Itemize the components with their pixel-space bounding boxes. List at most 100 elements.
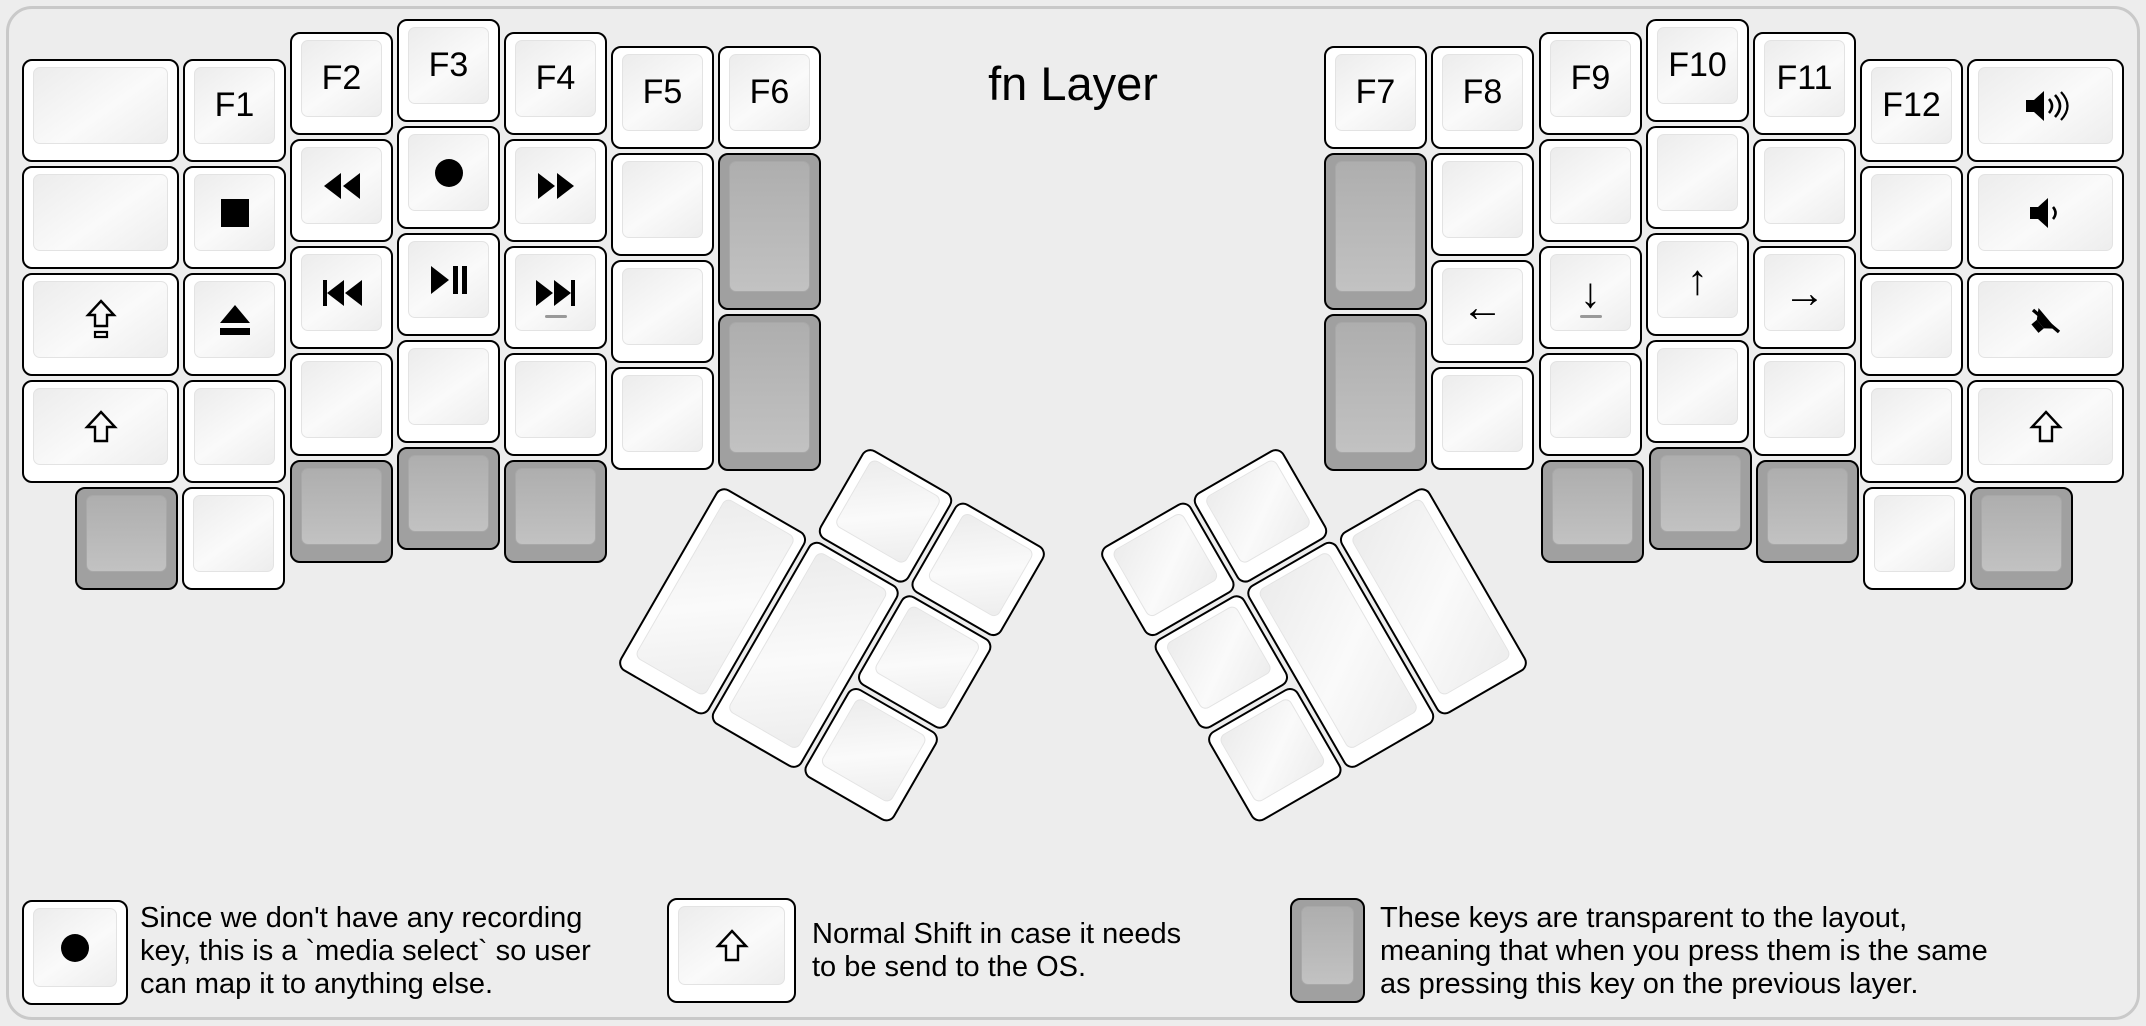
key-f6[interactable]: F6 bbox=[718, 46, 821, 149]
key-media-rewind-top bbox=[301, 147, 382, 224]
key-blank-top bbox=[1871, 174, 1952, 251]
eject-icon bbox=[219, 304, 250, 335]
layer-title: fn Layer bbox=[988, 57, 1158, 110]
key-blank[interactable] bbox=[1539, 353, 1642, 456]
media-play-pause-icon bbox=[430, 265, 467, 294]
key-transparent-top bbox=[86, 495, 167, 572]
mute-icon bbox=[2030, 307, 2060, 333]
key-blank[interactable] bbox=[1753, 139, 1856, 242]
shift-right-icon bbox=[2028, 409, 2063, 442]
key-transparent[interactable] bbox=[1970, 487, 2073, 590]
key-f7[interactable]: F7 bbox=[1324, 46, 1427, 149]
key-transparent[interactable] bbox=[1649, 447, 1752, 550]
key-arrow-down[interactable]: ↓ bbox=[1539, 246, 1642, 349]
key-f12[interactable]: F12 bbox=[1860, 59, 1963, 162]
key-transparent[interactable] bbox=[1324, 314, 1427, 471]
key-blank[interactable] bbox=[22, 166, 179, 269]
key-caps-lock[interactable] bbox=[22, 273, 179, 376]
key-blank-top bbox=[33, 174, 168, 251]
key-media-rewind[interactable] bbox=[290, 139, 393, 242]
key-f7-top: F7 bbox=[1335, 54, 1416, 131]
key-f8-top: F8 bbox=[1442, 54, 1523, 131]
key-media-record[interactable] bbox=[397, 126, 500, 229]
key-volume-down[interactable] bbox=[1967, 166, 2124, 269]
key-transparent[interactable] bbox=[1756, 460, 1859, 563]
key-f10-label: F10 bbox=[1668, 46, 1727, 84]
key-media-fast-forward[interactable] bbox=[504, 139, 607, 242]
key-blank[interactable] bbox=[1646, 126, 1749, 229]
key-transparent[interactable] bbox=[397, 447, 500, 550]
key-f4-label: F4 bbox=[535, 59, 576, 97]
key-f6-label: F6 bbox=[749, 73, 790, 111]
key-transparent-top bbox=[301, 468, 382, 545]
key-transparent[interactable] bbox=[718, 314, 821, 471]
key-volume-up-top bbox=[1978, 67, 2113, 144]
key-blank[interactable] bbox=[611, 260, 714, 363]
key-transparent[interactable] bbox=[290, 460, 393, 563]
key-mute-top bbox=[1978, 281, 2113, 358]
key-blank[interactable] bbox=[1860, 273, 1963, 376]
key-f1[interactable]: F1 bbox=[183, 59, 286, 162]
legend-record-key-icon bbox=[22, 900, 128, 1005]
key-blank[interactable] bbox=[1753, 353, 1856, 456]
key-f5[interactable]: F5 bbox=[611, 46, 714, 149]
key-mute[interactable] bbox=[1967, 273, 2124, 376]
key-media-play-pause[interactable] bbox=[397, 233, 500, 336]
key-f2[interactable]: F2 bbox=[290, 32, 393, 135]
key-f12-label: F12 bbox=[1882, 86, 1941, 124]
key-arrow-right[interactable]: → bbox=[1753, 246, 1856, 349]
key-blank[interactable] bbox=[290, 353, 393, 456]
key-blank[interactable] bbox=[1860, 380, 1963, 483]
key-blank[interactable] bbox=[1431, 153, 1534, 256]
key-f9-top: F9 bbox=[1550, 40, 1631, 117]
key-f3[interactable]: F3 bbox=[397, 19, 500, 122]
key-shift-left[interactable] bbox=[22, 380, 179, 483]
key-eject[interactable] bbox=[183, 273, 286, 376]
key-blank[interactable] bbox=[182, 487, 285, 590]
key-blank[interactable] bbox=[611, 367, 714, 470]
key-blank-top bbox=[1764, 147, 1845, 224]
key-media-next-track[interactable] bbox=[504, 246, 607, 349]
key-blank[interactable] bbox=[611, 153, 714, 256]
key-blank[interactable] bbox=[1646, 340, 1749, 443]
key-shift-right[interactable] bbox=[1967, 380, 2124, 483]
key-f2-top: F2 bbox=[301, 40, 382, 117]
media-record-icon bbox=[434, 158, 463, 187]
key-transparent[interactable] bbox=[504, 460, 607, 563]
key-f6-top: F6 bbox=[729, 54, 810, 131]
key-transparent-top bbox=[1335, 322, 1416, 453]
key-blank[interactable] bbox=[1539, 139, 1642, 242]
key-blank-top bbox=[1874, 495, 1955, 572]
key-blank[interactable] bbox=[183, 380, 286, 483]
key-transparent-top bbox=[729, 322, 810, 453]
key-transparent[interactable] bbox=[1541, 460, 1644, 563]
key-transparent[interactable] bbox=[718, 153, 821, 310]
key-blank[interactable] bbox=[1431, 367, 1534, 470]
key-transparent[interactable] bbox=[1324, 153, 1427, 310]
key-arrow-left[interactable]: ← bbox=[1431, 260, 1534, 363]
key-transparent[interactable] bbox=[75, 487, 178, 590]
media-next-track-icon bbox=[535, 279, 575, 306]
key-f8[interactable]: F8 bbox=[1431, 46, 1534, 149]
key-f10[interactable]: F10 bbox=[1646, 19, 1749, 122]
key-blank[interactable] bbox=[22, 59, 179, 162]
key-f12-top: F12 bbox=[1871, 67, 1952, 144]
key-blank[interactable] bbox=[1860, 166, 1963, 269]
key-f9[interactable]: F9 bbox=[1539, 32, 1642, 135]
key-blank[interactable] bbox=[397, 340, 500, 443]
key-blank-top bbox=[33, 67, 168, 144]
key-f1-label: F1 bbox=[214, 86, 255, 124]
key-volume-up[interactable] bbox=[1967, 59, 2124, 162]
key-blank[interactable] bbox=[504, 353, 607, 456]
key-media-stop[interactable] bbox=[183, 166, 286, 269]
key-shift-right-top bbox=[1978, 388, 2113, 465]
key-media-prev-track[interactable] bbox=[290, 246, 393, 349]
key-transparent-top bbox=[515, 468, 596, 545]
key-f4[interactable]: F4 bbox=[504, 32, 607, 135]
media-stop-icon bbox=[220, 198, 249, 227]
key-arrow-up[interactable]: ↑ bbox=[1646, 233, 1749, 336]
key-f11[interactable]: F11 bbox=[1753, 32, 1856, 135]
key-blank-top bbox=[622, 375, 703, 452]
key-blank[interactable] bbox=[1863, 487, 1966, 590]
